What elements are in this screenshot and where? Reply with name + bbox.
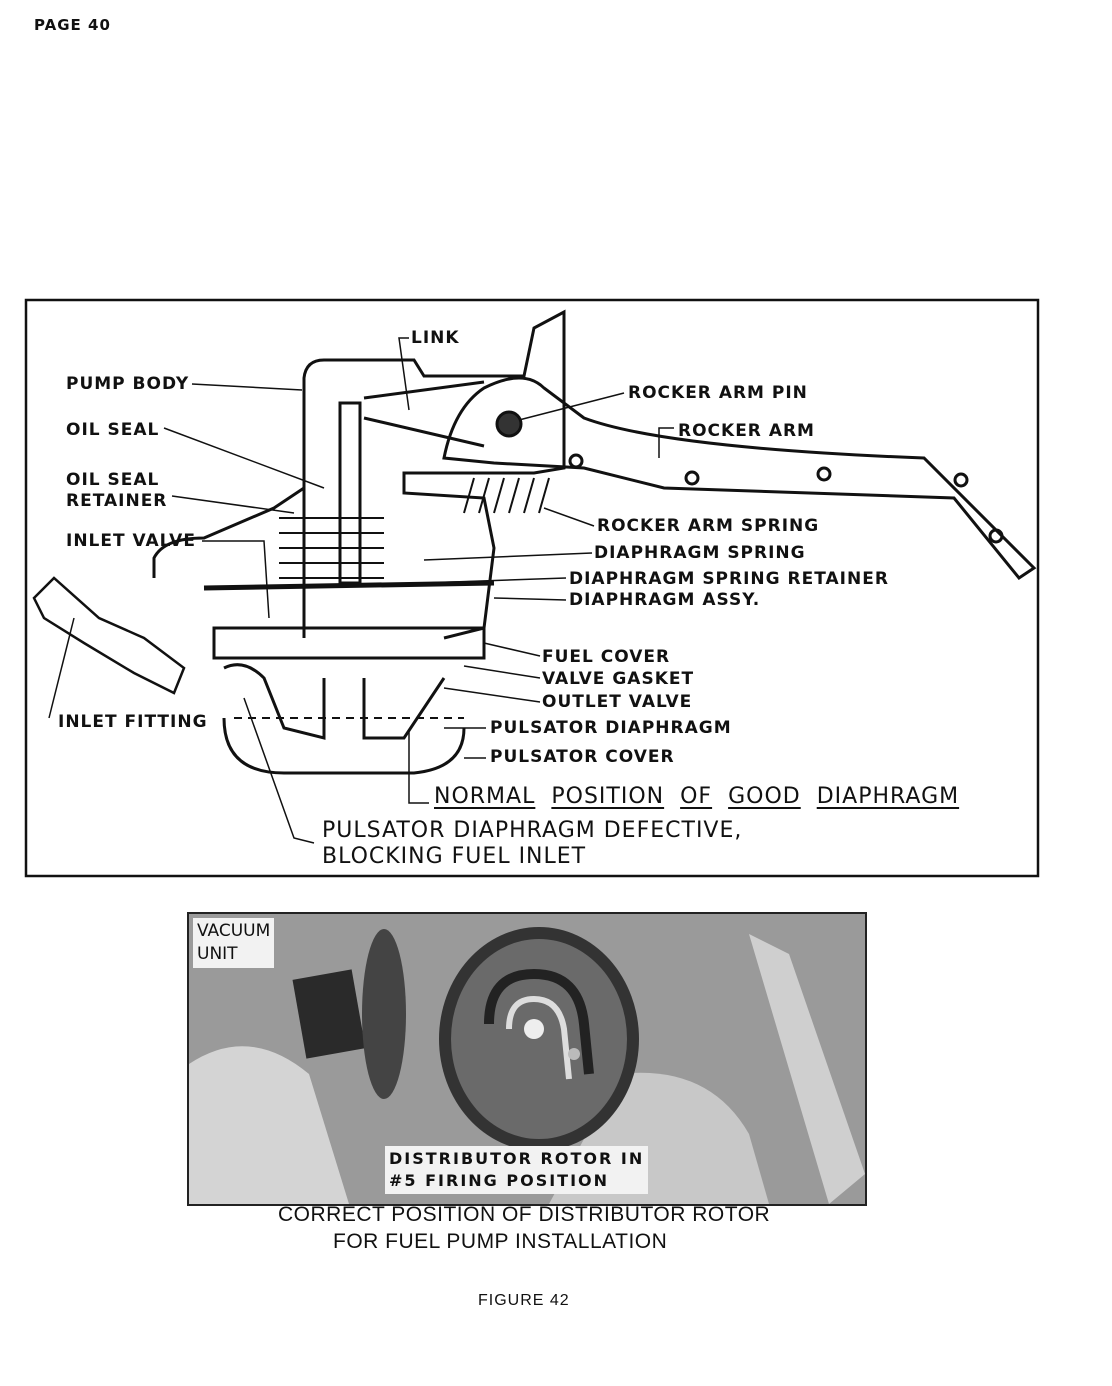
label-valve-gasket: VALVE GASKET <box>542 669 695 689</box>
page-number: PAGE 40 <box>34 16 111 34</box>
photo-caption-1: CORRECT POSITION OF DISTRIBUTOR ROTOR <box>278 1203 771 1226</box>
vacuum-line-1: VACUUM <box>197 921 271 941</box>
word: POSITION <box>551 784 665 809</box>
photo-caption-2: FOR FUEL PUMP INSTALLATION <box>333 1230 668 1253</box>
label-oil-seal: OIL SEAL <box>66 420 160 440</box>
rotor-line-1: DISTRIBUTOR ROTOR IN <box>389 1149 645 1168</box>
label-link: LINK <box>411 328 460 348</box>
label-defective-1: PULSATOR DIAPHRAGM DEFECTIVE, <box>322 818 743 843</box>
label-normal-position: NORMAL POSITION OF GOOD DIAPHRAGM <box>434 784 959 809</box>
fuel-pump-drawing <box>24 298 1040 878</box>
label-inlet-fitting: INLET FITTING <box>58 712 208 732</box>
label-diaphragm-spring: DIAPHRAGM SPRING <box>594 543 806 563</box>
label-inlet-valve: INLET VALVE <box>66 531 196 551</box>
word: NORMAL <box>434 784 536 809</box>
vacuum-line-2: UNIT <box>197 944 238 964</box>
word: DIAPHRAGM <box>816 784 960 809</box>
rotor-line-2: #5 FIRING POSITION <box>389 1171 610 1190</box>
distributor-photo: VACUUM UNIT DISTRIBUTOR ROTOR IN #5 FIRI… <box>187 912 867 1206</box>
label-distributor-rotor: DISTRIBUTOR ROTOR IN #5 FIRING POSITION <box>385 1146 649 1194</box>
label-pulsator-cover: PULSATOR COVER <box>490 747 675 767</box>
label-rocker-arm-pin: ROCKER ARM PIN <box>628 383 808 403</box>
label-oil-seal-retainer-2: RETAINER <box>66 491 168 511</box>
label-diaphragm-spring-retainer: DIAPHRAGM SPRING RETAINER <box>569 569 889 589</box>
word: OF <box>680 784 713 809</box>
label-diaphragm-assy: DIAPHRAGM ASSY. <box>569 590 761 610</box>
figure-label: FIGURE 42 <box>478 1292 570 1309</box>
label-rocker-arm-spring: ROCKER ARM SPRING <box>597 516 820 536</box>
label-outlet-valve: OUTLET VALVE <box>542 692 693 712</box>
label-fuel-cover: FUEL COVER <box>542 647 671 667</box>
label-rocker-arm: ROCKER ARM <box>678 421 815 441</box>
fuel-pump-diagram: LINK PUMP BODY OIL SEAL OIL SEAL RETAINE… <box>24 298 1040 878</box>
label-pulsator-diaphragm: PULSATOR DIAPHRAGM <box>490 718 732 738</box>
word: GOOD <box>728 784 801 809</box>
label-defective-2: BLOCKING FUEL INLET <box>322 844 587 869</box>
label-oil-seal-retainer-1: OIL SEAL <box>66 470 160 490</box>
label-pump-body: PUMP BODY <box>66 374 190 394</box>
label-vacuum-unit: VACUUM UNIT <box>193 918 275 968</box>
